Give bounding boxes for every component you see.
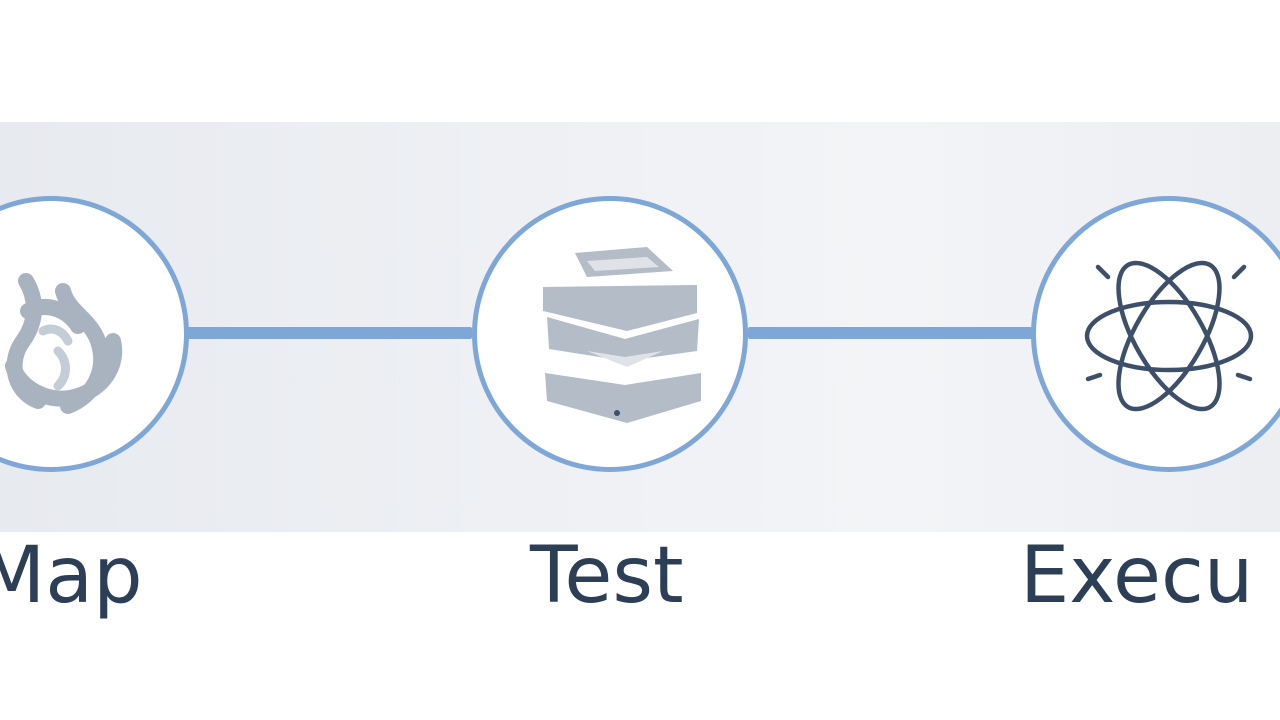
- step-map-node: [0, 196, 189, 472]
- atom-icon: [1084, 260, 1254, 412]
- flame-swirl-icon: [5, 273, 123, 414]
- step-execute-node: [1031, 196, 1280, 472]
- step-label-test: Test: [530, 531, 684, 621]
- step-test-node: [472, 196, 748, 472]
- step-label-execute: Execu: [1020, 531, 1254, 621]
- connector-map-test: [186, 327, 472, 339]
- stacked-layers-icon: [543, 247, 701, 423]
- step-label-map: Map: [0, 531, 143, 621]
- connector-test-execute: [748, 327, 1032, 339]
